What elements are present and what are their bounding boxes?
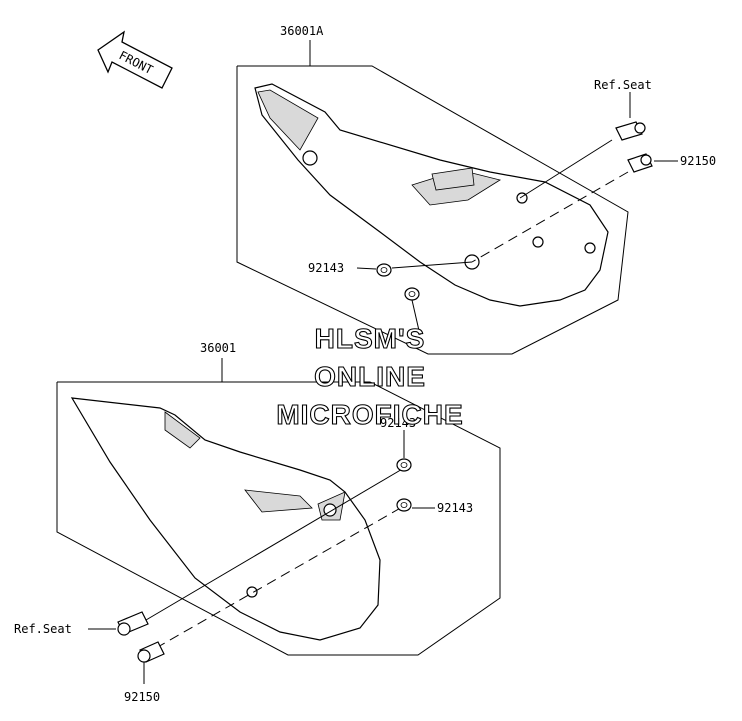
watermark-line-3: MICROFICHE <box>276 399 463 430</box>
lower-ref-seat-bolt <box>117 611 149 636</box>
lower-washer-right-label: 92143 <box>437 501 473 515</box>
upper-bolt-92150 <box>627 153 653 173</box>
lower-side-cover <box>70 397 381 641</box>
lower-cover-label: 36001 <box>200 341 236 355</box>
lower-ref-seat-label: Ref.Seat <box>14 622 72 636</box>
upper-assembly: 36001A Ref.Seat 92150 921 <box>236 24 716 355</box>
upper-washer-left-label: 92143 <box>308 261 344 275</box>
upper-ref-seat-label: Ref.Seat <box>594 78 652 92</box>
front-direction-arrow: FRONT <box>97 30 173 89</box>
upper-boundary <box>236 65 629 355</box>
watermark: HLSM'S ONLINE MICROFICHE <box>276 322 463 430</box>
lower-washer-top-label: 92143 <box>380 416 416 430</box>
upper-cover-label: 36001A <box>280 24 324 38</box>
watermark-line-1: HLSM'S <box>315 323 426 354</box>
lower-bolt-label: 92150 <box>124 690 160 704</box>
lower-assembly: 36001 92143 92143 Ref.Seat <box>14 341 501 704</box>
lower-bolt-92150 <box>137 641 165 663</box>
lower-boundary <box>56 381 501 656</box>
upper-ref-seat-bolt <box>615 121 646 141</box>
watermark-line-2: ONLINE <box>314 361 426 392</box>
upper-bolt-label: 92150 <box>680 154 716 168</box>
